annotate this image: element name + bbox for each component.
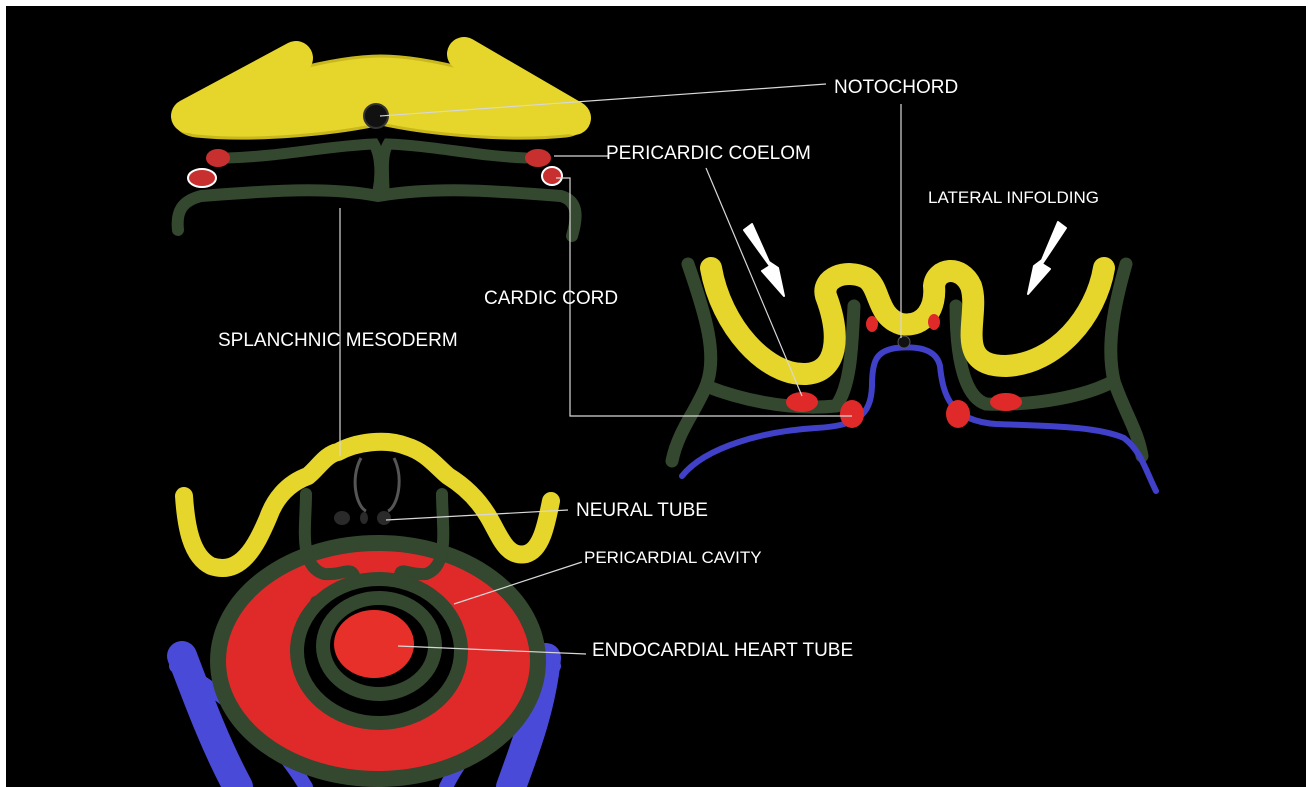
pericardic-coelom-left-bottom xyxy=(188,169,216,187)
splanchnic-mesoderm-label: SPLANCHNIC MESODERM xyxy=(218,331,458,350)
lateral-infolding-label: LATERAL INFOLDING xyxy=(928,189,1099,206)
neural-dot-1 xyxy=(334,511,350,525)
notochord-dot-infolding xyxy=(898,336,910,348)
stage-heart-tube xyxy=(176,442,554,787)
lateral-infolding-arrow-right xyxy=(1028,222,1066,294)
pericardial-cavity-label: PERICARDIAL CAVITY xyxy=(584,549,762,566)
cardiac-cord-infold-right xyxy=(946,400,970,428)
neural-tube-outline xyxy=(355,458,399,511)
pericardic-coelom-small-right xyxy=(928,314,940,330)
stage-lateral-infolding xyxy=(672,222,1156,491)
pericardic-coelom-small-left xyxy=(866,316,878,332)
notochord-label: NOTOCHORD xyxy=(834,78,958,97)
neural-dot-3 xyxy=(377,511,391,525)
endoderm-infolding xyxy=(682,347,1156,491)
pericardic-coelom-label: PERICARDIC COELOM xyxy=(606,144,811,163)
mesoderm-lower-flat xyxy=(178,190,576,236)
stage-flat-disc xyxy=(175,54,587,236)
embryo-diagram xyxy=(6,6,1306,787)
pericardic-coelom-infold-right xyxy=(990,393,1022,411)
mesoderm-outer-left xyxy=(672,264,711,461)
pericardic-coelom-right-top xyxy=(525,149,551,167)
cardiac-cord-infold-left xyxy=(840,400,864,428)
lateral-infolding-arrow-left xyxy=(744,224,784,296)
neural-dot-2 xyxy=(360,512,368,524)
cardic-cord-label: CARDIC CORD xyxy=(484,289,618,308)
diagram-canvas: NOTOCHORD PERICARDIC COELOM LATERAL INFO… xyxy=(6,6,1306,787)
mesoderm-outer-right xyxy=(1111,264,1142,456)
mesoderm-upper-flat xyxy=(228,144,526,191)
endocardial-heart-tube-label: ENDOCARDIAL HEART TUBE xyxy=(592,641,853,660)
pericardic-coelom-left-top xyxy=(206,149,230,167)
neural-tube-label: NEURAL TUBE xyxy=(576,501,708,520)
pericardic-coelom-right-bottom xyxy=(542,167,562,185)
endocardial-heart-tube xyxy=(334,610,414,678)
